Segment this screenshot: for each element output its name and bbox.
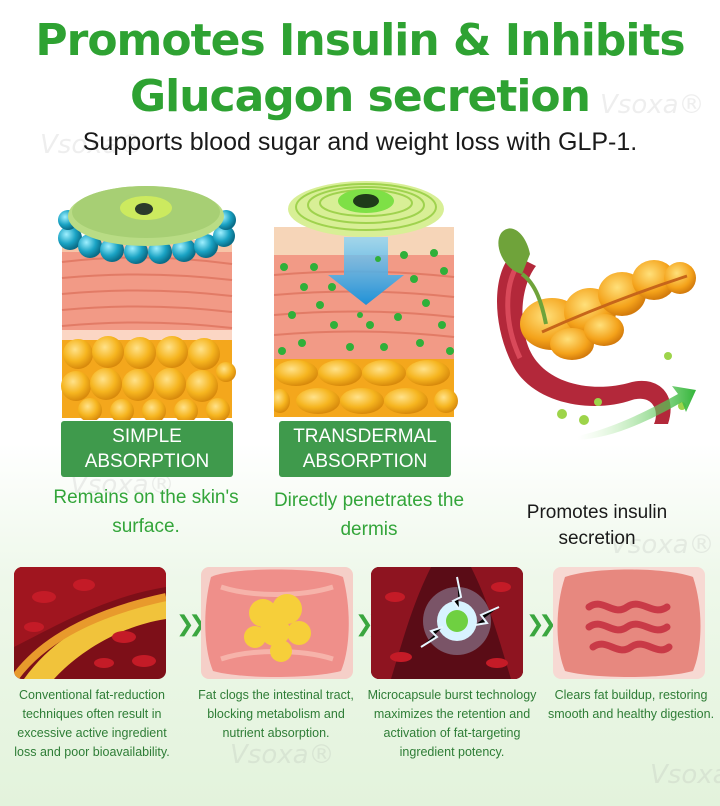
fat-clogged-intestine-image xyxy=(201,567,353,679)
step-caption: Clears fat buildup, restoring smooth and… xyxy=(547,688,715,721)
watermark: Vsoxa® xyxy=(40,130,145,160)
pancreas-illustration xyxy=(497,228,696,440)
watermark: Vsoxa® xyxy=(610,530,715,560)
chevron-right-icon: ❯❯ xyxy=(526,612,557,637)
step-caption: Conventional fat-reduction techniques of… xyxy=(14,688,170,759)
simple-absorption-illustration xyxy=(58,186,236,420)
clogged-artery-image xyxy=(14,567,166,679)
healthy-intestine-image xyxy=(553,567,705,679)
badge-transdermal-absorption: TRANSDERMAL ABSORPTION xyxy=(279,421,451,477)
badge-line: ABSORPTION xyxy=(84,451,210,472)
simple-absorption-description: Remains on the skin's surface. xyxy=(53,487,239,537)
step-caption: Microcapsule burst technology maximizes … xyxy=(367,688,537,759)
step-caption: Fat clogs the intestinal tract, blocking… xyxy=(198,688,354,740)
badge-line: SIMPLE xyxy=(112,426,182,447)
insulin-description: Promotes insulin secretion xyxy=(526,502,668,549)
watermark: Vsoxa® xyxy=(600,90,705,120)
badge-line: TRANSDERMAL xyxy=(293,426,437,447)
microcapsule-burst-image xyxy=(371,567,523,679)
headline-line-2: Glucagon secretion xyxy=(130,71,591,122)
watermark: Vsoxa® xyxy=(650,760,720,790)
transdermal-absorption-description: Directly penetrates the dermis xyxy=(273,490,465,540)
chevron-right-icon: ❯❯ xyxy=(176,612,207,637)
badge-line: ABSORPTION xyxy=(302,451,428,472)
watermark: Vsoxa® xyxy=(230,740,335,770)
transdermal-absorption-illustration xyxy=(274,181,458,417)
headline-line-1: Promotes Insulin & Inhibits xyxy=(35,15,685,66)
badge-simple-absorption: SIMPLE ABSORPTION xyxy=(61,421,233,477)
subheadline: Supports blood sugar and weight loss wit… xyxy=(82,128,638,156)
